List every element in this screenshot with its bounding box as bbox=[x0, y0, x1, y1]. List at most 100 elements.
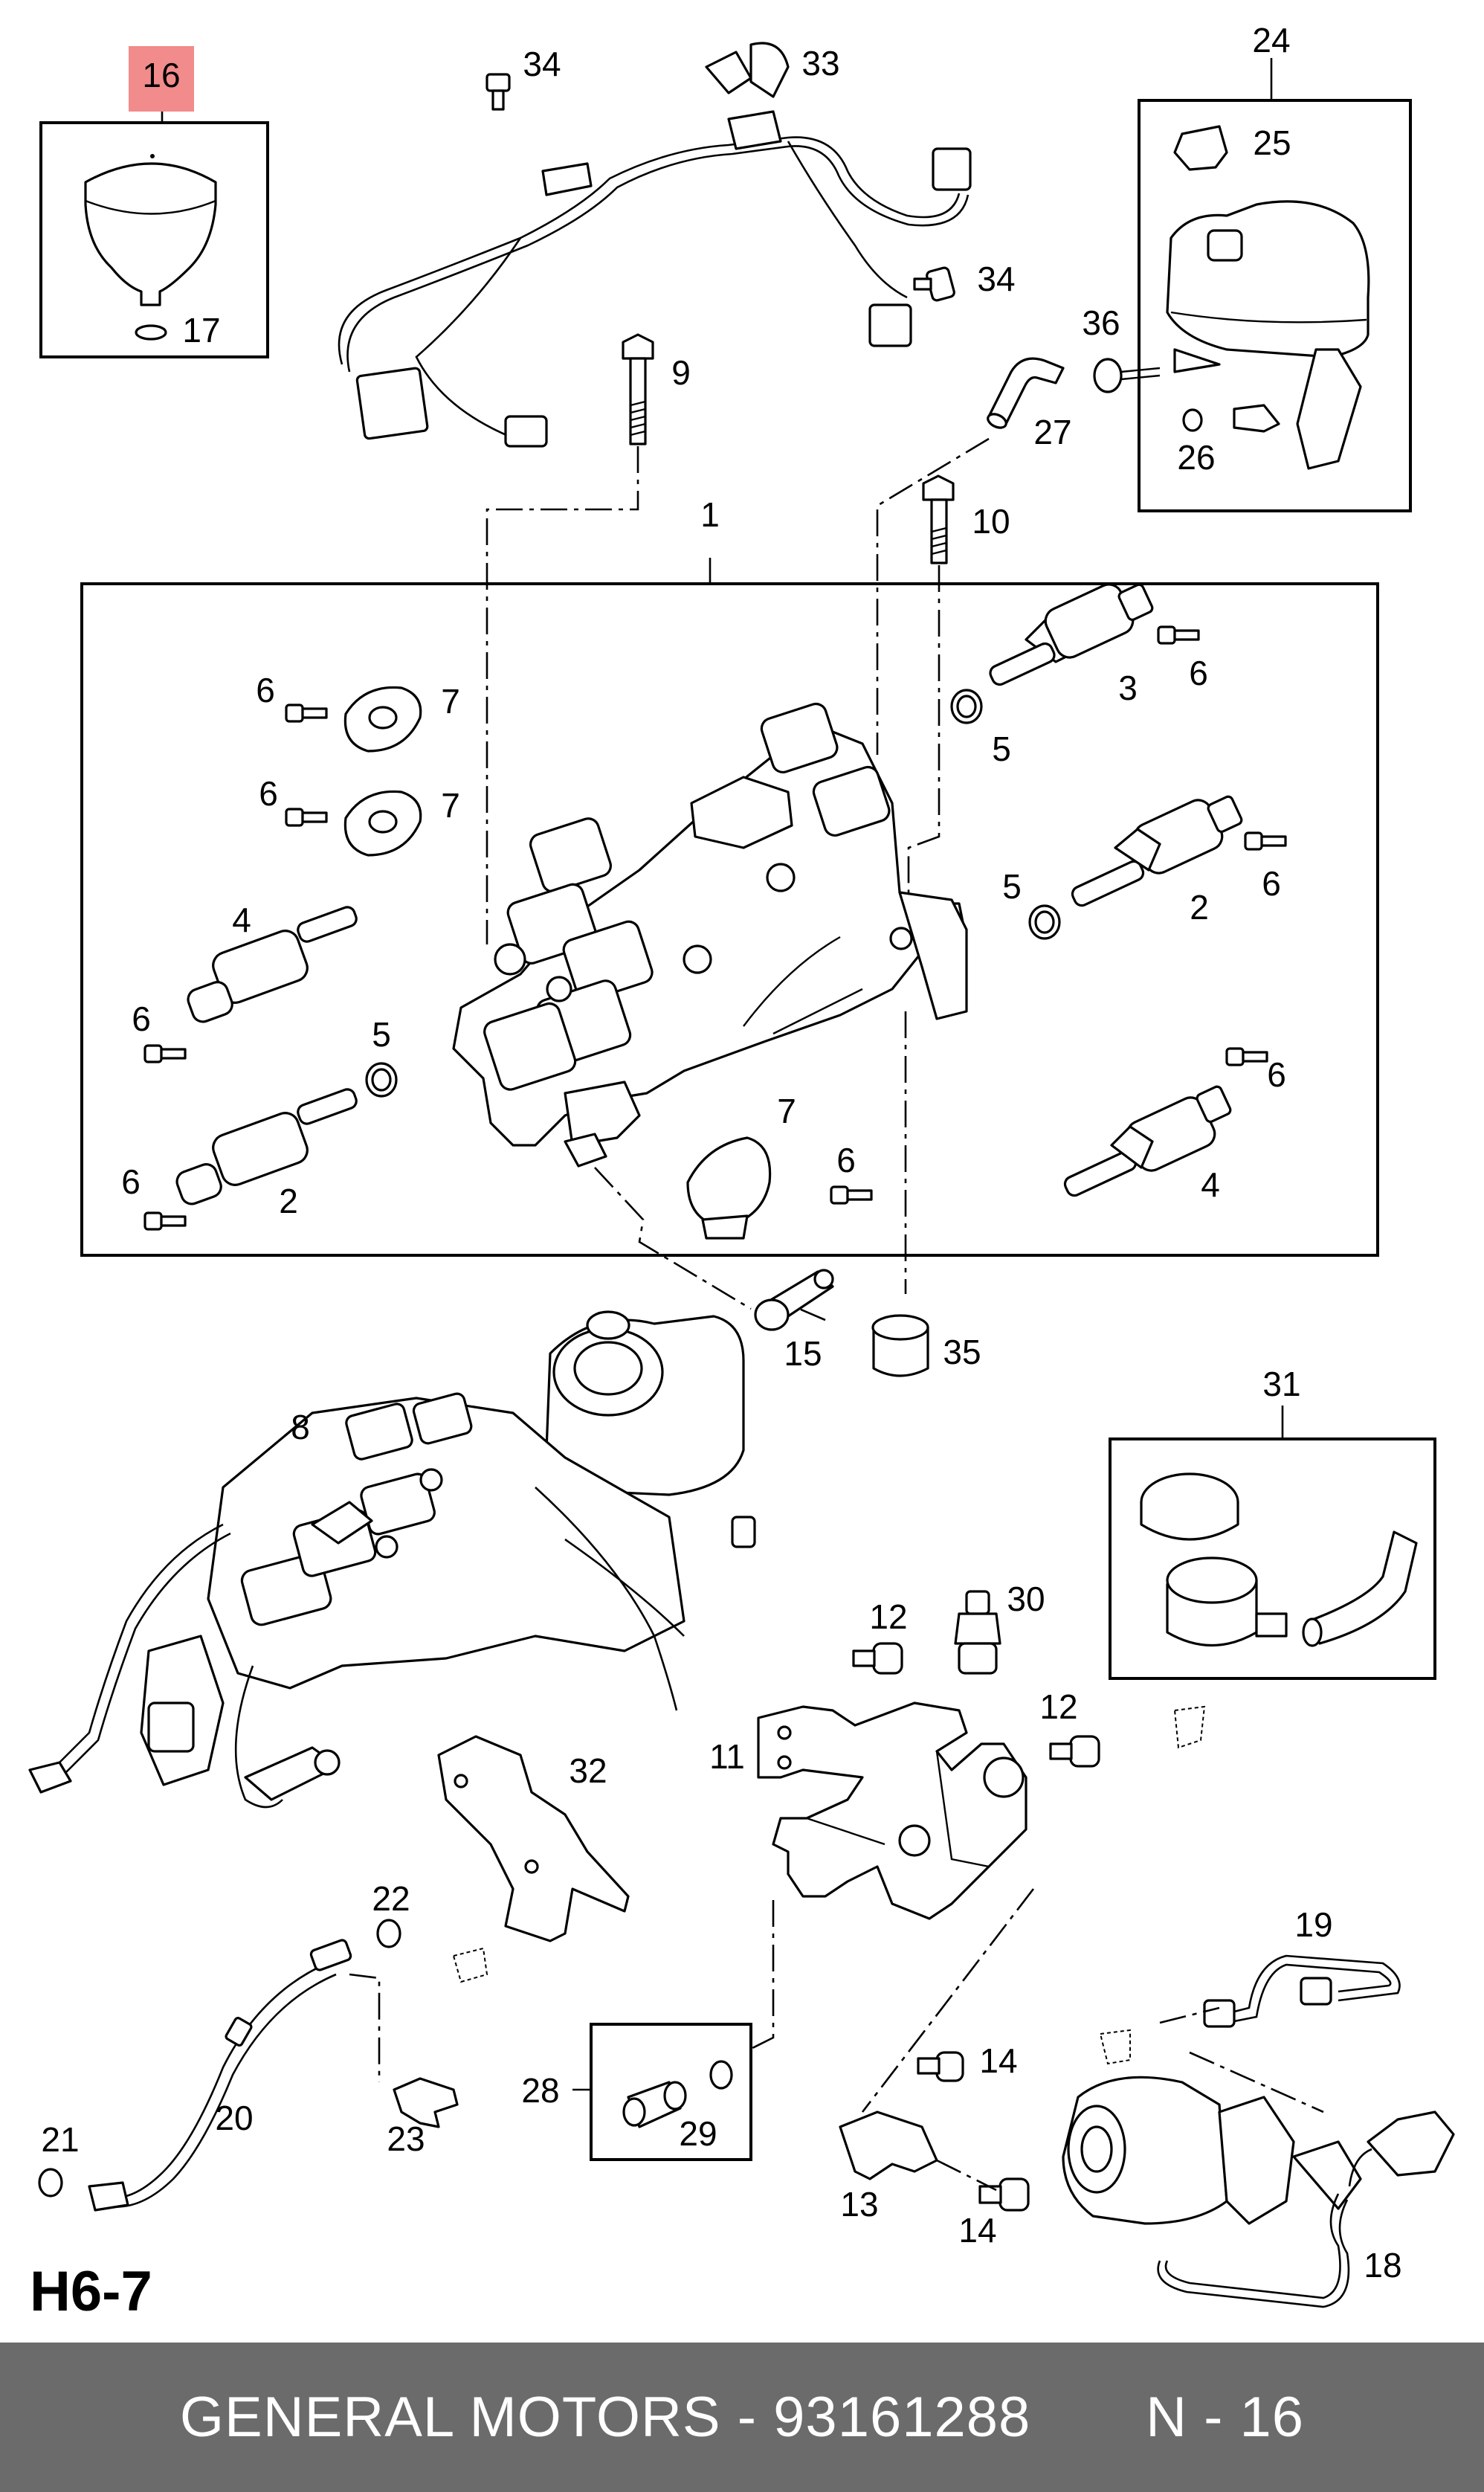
dash-9 bbox=[485, 446, 639, 944]
callout-33: 33 bbox=[801, 44, 839, 83]
callout-9: 9 bbox=[671, 353, 691, 392]
complete-assembly-8[interactable] bbox=[28, 1310, 756, 1809]
callout-32: 32 bbox=[569, 1751, 607, 1790]
sleeve-35[interactable] bbox=[871, 1314, 929, 1377]
callout-8: 8 bbox=[291, 1408, 310, 1446]
screw-6c[interactable] bbox=[1157, 625, 1200, 645]
callout-12b: 12 bbox=[1039, 1687, 1077, 1726]
bolt-34b[interactable] bbox=[913, 266, 955, 302]
bolt-12b[interactable] bbox=[1049, 1735, 1100, 1768]
callout-20: 20 bbox=[215, 2099, 253, 2137]
callout-14a: 14 bbox=[979, 2041, 1017, 2080]
footer-brand: GENERAL MOTORS bbox=[179, 2386, 721, 2449]
solenoid-3[interactable] bbox=[988, 580, 1154, 687]
cover-7b[interactable] bbox=[343, 790, 422, 857]
footer-ref: N - 16 bbox=[1146, 2386, 1305, 2449]
callout-34b: 34 bbox=[977, 260, 1015, 298]
solenoid-2-left[interactable] bbox=[174, 1087, 358, 1207]
hose-27[interactable] bbox=[986, 357, 1065, 431]
screw-6g[interactable] bbox=[143, 1211, 187, 1231]
box-cap-kit bbox=[1109, 1437, 1436, 1680]
dash-28 bbox=[750, 1900, 775, 2050]
o-ring-5b[interactable] bbox=[1028, 904, 1061, 940]
pump-18[interactable] bbox=[1062, 2076, 1455, 2308]
callout-6g: 6 bbox=[121, 1162, 141, 1201]
hydraulic-block-part[interactable] bbox=[452, 701, 968, 1168]
valve-29[interactable] bbox=[622, 2081, 687, 2128]
screw-6d[interactable] bbox=[1244, 831, 1287, 851]
callout-15: 15 bbox=[784, 1334, 822, 1373]
callout-7b: 7 bbox=[441, 786, 460, 825]
bracket-11[interactable] bbox=[757, 1701, 1027, 1920]
callout-28: 28 bbox=[521, 2071, 559, 2110]
callout-10: 10 bbox=[972, 502, 1010, 541]
callout-4b: 4 bbox=[1201, 1165, 1220, 1204]
screw-6b[interactable] bbox=[285, 808, 328, 827]
clamp-36[interactable] bbox=[1093, 358, 1161, 393]
pin-15[interactable] bbox=[754, 1269, 834, 1331]
callout-36: 36 bbox=[1082, 303, 1120, 342]
box-hydraulic-unit bbox=[80, 582, 1379, 1257]
bolt-34a[interactable] bbox=[485, 73, 511, 111]
accumulator-part[interactable] bbox=[84, 154, 217, 341]
cover-7a[interactable] bbox=[343, 686, 422, 753]
dash-14 bbox=[936, 2159, 997, 2192]
solenoid-4-left[interactable] bbox=[185, 905, 358, 1025]
callout-12a: 12 bbox=[869, 1597, 907, 1636]
dash-13 bbox=[861, 1888, 1035, 2113]
sensor-30[interactable] bbox=[954, 1590, 1001, 1675]
callout-23: 23 bbox=[387, 2119, 425, 2158]
o-ring-5c[interactable] bbox=[365, 1062, 398, 1098]
ghost-bolt-b bbox=[1099, 2029, 1131, 2065]
wiring-harness-part[interactable] bbox=[338, 42, 972, 448]
footer-separator: - bbox=[720, 2386, 774, 2449]
ghost-bolt-a bbox=[452, 1947, 488, 1983]
callout-31: 31 bbox=[1262, 1365, 1300, 1403]
bolt-14a[interactable] bbox=[917, 2051, 964, 2082]
callout-2b: 2 bbox=[279, 1182, 298, 1220]
reservoir-part[interactable] bbox=[1166, 125, 1370, 470]
o-ring-29[interactable] bbox=[709, 2060, 733, 2090]
o-ring-5a[interactable] bbox=[950, 689, 983, 724]
callout-6e: 6 bbox=[1267, 1055, 1286, 1094]
dash-19 bbox=[1159, 2006, 1220, 2024]
callout-7c: 7 bbox=[777, 1092, 796, 1130]
box-accumulator bbox=[39, 121, 269, 358]
o-ring-22[interactable] bbox=[376, 1919, 401, 1948]
bolt-10[interactable] bbox=[922, 474, 955, 564]
dash-15 bbox=[594, 1167, 752, 1310]
callout-2a: 2 bbox=[1190, 888, 1209, 927]
screw-6a[interactable] bbox=[285, 704, 328, 723]
bolt-12a[interactable] bbox=[852, 1642, 903, 1675]
cover-7c[interactable] bbox=[686, 1136, 772, 1240]
bolt-9[interactable] bbox=[622, 333, 654, 445]
screw-6h[interactable] bbox=[830, 1185, 873, 1205]
cap-kit-31[interactable] bbox=[1140, 1472, 1418, 1647]
box-reservoir bbox=[1138, 99, 1412, 512]
callout-17: 17 bbox=[182, 311, 220, 350]
callout-22: 22 bbox=[372, 1879, 410, 1918]
screw-6f[interactable] bbox=[143, 1044, 187, 1063]
bracket-32[interactable] bbox=[437, 1735, 630, 1942]
callout-24: 24 bbox=[1252, 21, 1290, 59]
bolt-14b[interactable] bbox=[978, 2177, 1030, 2212]
solenoid-4-right[interactable] bbox=[1062, 1085, 1232, 1198]
callout-6d: 6 bbox=[1262, 864, 1281, 903]
brake-line-20[interactable] bbox=[88, 1939, 352, 2212]
box-valve-kit bbox=[590, 2023, 752, 2161]
solenoid-2-right[interactable] bbox=[1070, 795, 1243, 908]
bracket-13[interactable] bbox=[839, 2111, 938, 2180]
clip-23[interactable] bbox=[393, 2077, 459, 2128]
screw-6e[interactable] bbox=[1225, 1047, 1268, 1066]
o-ring-21[interactable] bbox=[38, 2168, 63, 2198]
callout-6h: 6 bbox=[836, 1141, 856, 1179]
page-code: H6-7 bbox=[30, 2260, 152, 2323]
ghost-plug bbox=[1173, 1705, 1206, 1749]
dash-18 bbox=[1189, 2051, 1324, 2113]
callout-35: 35 bbox=[943, 1333, 981, 1371]
pipe-19[interactable] bbox=[1203, 1954, 1401, 2028]
callout-3: 3 bbox=[1118, 669, 1138, 707]
callout-25: 25 bbox=[1253, 123, 1291, 162]
callout-1: 1 bbox=[700, 495, 720, 534]
